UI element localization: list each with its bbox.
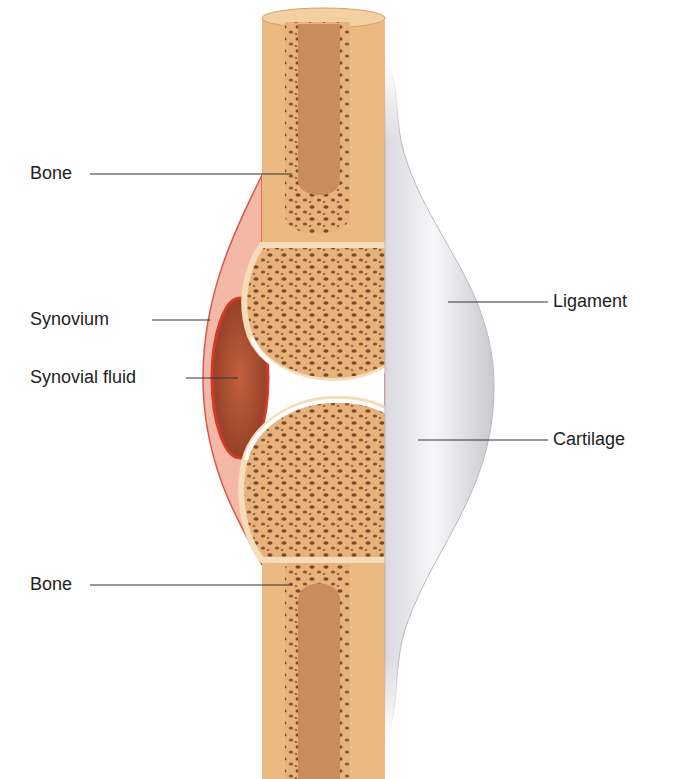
part-label: Synovial fluid [30,367,136,389]
part-label: Bone [30,574,72,596]
part-label: Cartilage [553,429,625,451]
part-label: Synovium [30,309,109,331]
part-label: Ligament [553,291,627,313]
part-label: Bone [30,163,72,185]
